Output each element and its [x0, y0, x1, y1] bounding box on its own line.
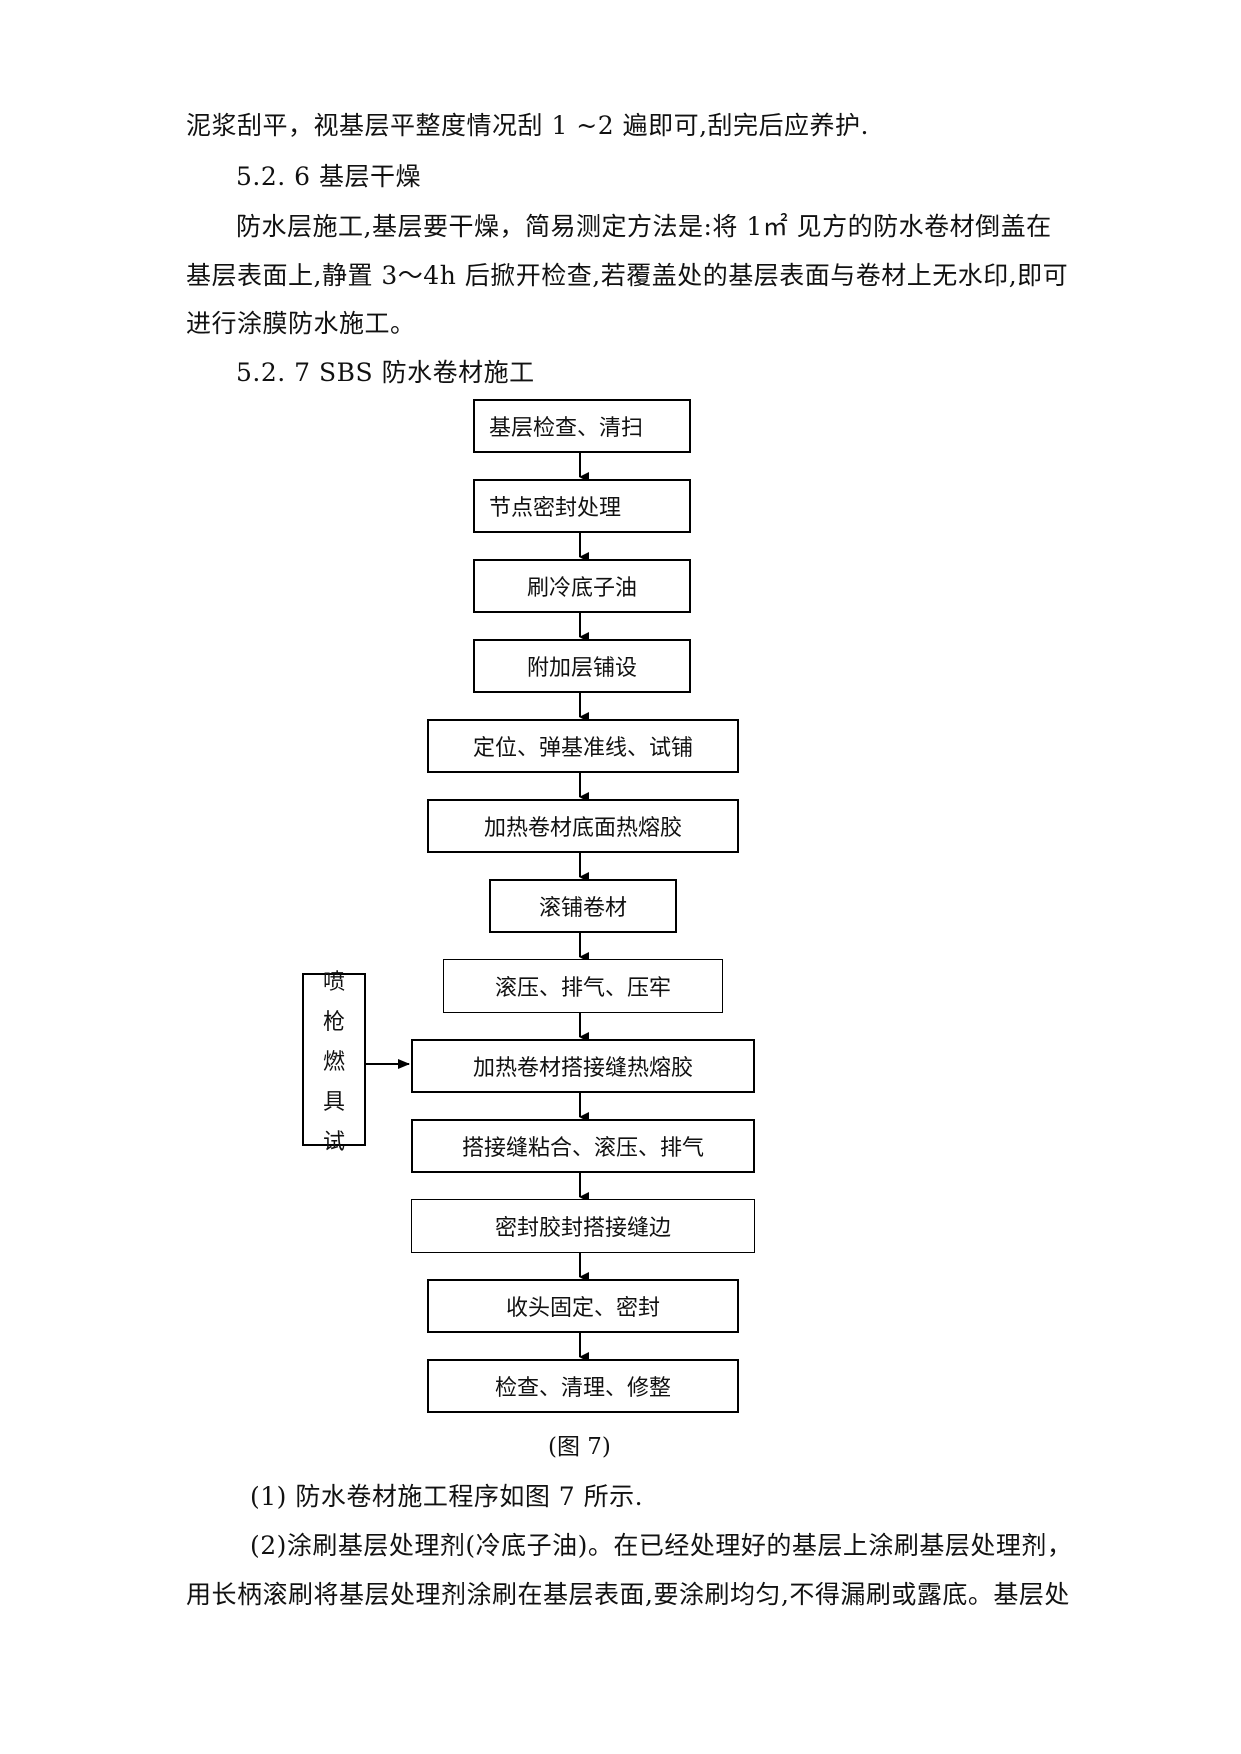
- flow-step-5: 定位、弹基准线、试铺: [427, 719, 739, 773]
- flow-step-4: 附加层铺设: [473, 639, 691, 693]
- flow-side-box: 喷 枪 燃 具 试: [302, 970, 366, 1155]
- list-item: (1) 防水卷材施工程序如图 7 所示.: [250, 1482, 644, 1511]
- flow-step-3: 刷冷底子油: [473, 559, 691, 613]
- section-heading: 5.2. 7 SBS 防水卷材施工: [236, 358, 535, 387]
- paragraph-line: 进行涂膜防水施工。: [186, 309, 416, 338]
- side-char: 燃: [322, 1049, 345, 1075]
- flow-step-12: 收头固定、密封: [427, 1279, 739, 1333]
- flow-step-6: 加热卷材底面热熔胶: [427, 799, 739, 853]
- list-item: (2)涂刷基层处理剂(冷底子油)。在已经处理好的基层上涂刷基层处理剂，: [250, 1531, 1073, 1560]
- paragraph-line: 用长柄滚刷将基层处理剂涂刷在基层表面,要涂刷均匀,不得漏刷或露底。基层处: [186, 1580, 1070, 1609]
- flow-step-13: 检查、清理、修整: [427, 1359, 739, 1413]
- flow-step-11: 密封胶封搭接缝边: [411, 1199, 755, 1253]
- flow-step-9: 加热卷材搭接缝热熔胶: [411, 1039, 755, 1093]
- paragraph-line: 泥浆刮平，视基层平整度情况刮 1 ~2 遍即可,刮完后应养护.: [186, 111, 869, 140]
- flow-step-10: 搭接缝粘合、滚压、排气: [411, 1119, 755, 1173]
- paragraph-line: 基层表面上,静置 3～4h 后掀开检查,若覆盖处的基层表面与卷材上无水印,即可: [186, 261, 1069, 290]
- flow-step-7: 滚铺卷材: [489, 879, 677, 933]
- side-char: 试: [322, 1129, 345, 1155]
- figure-caption: (图 7): [548, 1434, 611, 1460]
- section-heading: 5.2. 6 基层干燥: [236, 162, 422, 191]
- flow-step-2: 节点密封处理: [473, 479, 691, 533]
- side-char: 喷: [322, 969, 345, 995]
- flow-step-1: 基层检查、清扫: [473, 399, 691, 453]
- paragraph-line: 防水层施工,基层要干燥，简易测定方法是:将 1㎡ 见方的防水卷材倒盖在: [236, 212, 1052, 241]
- side-char: 枪: [322, 1009, 345, 1035]
- side-char: 具: [322, 1089, 345, 1115]
- flow-step-8: 滚压、排气、压牢: [443, 959, 723, 1013]
